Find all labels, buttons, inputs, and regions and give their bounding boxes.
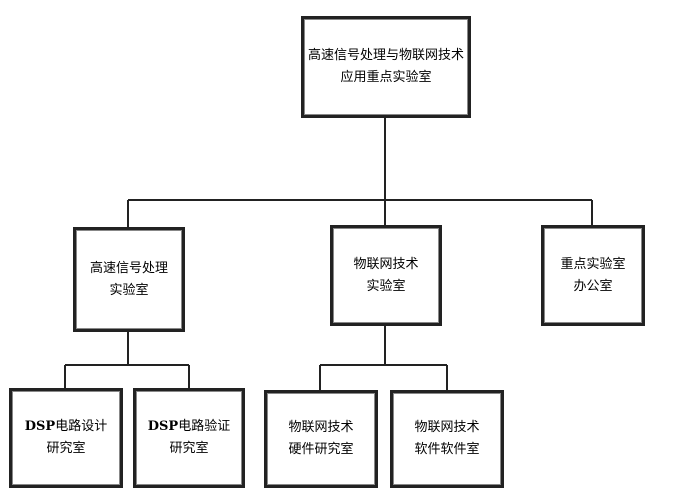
signal-lab-line1: 高速信号处理 — [89, 260, 168, 276]
lab-office-node: 重点实验室 办公室 — [541, 225, 645, 326]
root-node: 高速信号处理与物联网技术 应用重点实验室 — [301, 16, 471, 118]
dsp-design-room-node: DSP电路设计 研究室 — [9, 388, 123, 488]
dsp-verify-title: 电路验证 — [178, 419, 231, 434]
dsp-verify-room-node: DSP电路验证 研究室 — [133, 388, 245, 488]
signal-lab-line2: 实验室 — [109, 282, 149, 298]
iot-software-line1: 物联网技术 — [414, 420, 480, 435]
root-line2: 应用重点实验室 — [340, 70, 432, 85]
iot-software-room-node: 物联网技术 软件软件室 — [390, 390, 504, 488]
iot-lab-line1: 物联网技术 — [353, 256, 419, 272]
dsp-design-line2: 研究室 — [46, 441, 86, 456]
dsp-verify-line2: 研究室 — [169, 441, 209, 456]
root-line1: 高速信号处理与物联网技术 — [307, 48, 464, 63]
office-line2: 办公室 — [573, 278, 613, 294]
iot-software-line2: 软件软件室 — [414, 442, 480, 457]
dsp-design-line1: DSP电路设计 — [25, 416, 107, 438]
office-line1: 重点实验室 — [560, 256, 626, 272]
signal-processing-lab-node: 高速信号处理 实验室 — [73, 227, 185, 332]
dsp-verify-line1: DSP电路验证 — [148, 416, 230, 438]
iot-hardware-line2: 硬件研究室 — [288, 442, 354, 457]
dsp-design-prefix: DSP — [24, 419, 56, 434]
iot-hardware-room-node: 物联网技术 硬件研究室 — [264, 390, 378, 488]
dsp-design-title: 电路设计 — [55, 419, 108, 434]
iot-lab-line2: 实验室 — [366, 278, 406, 294]
dsp-verify-prefix: DSP — [147, 419, 179, 434]
iot-hardware-line1: 物联网技术 — [288, 420, 354, 435]
iot-lab-node: 物联网技术 实验室 — [330, 225, 442, 326]
